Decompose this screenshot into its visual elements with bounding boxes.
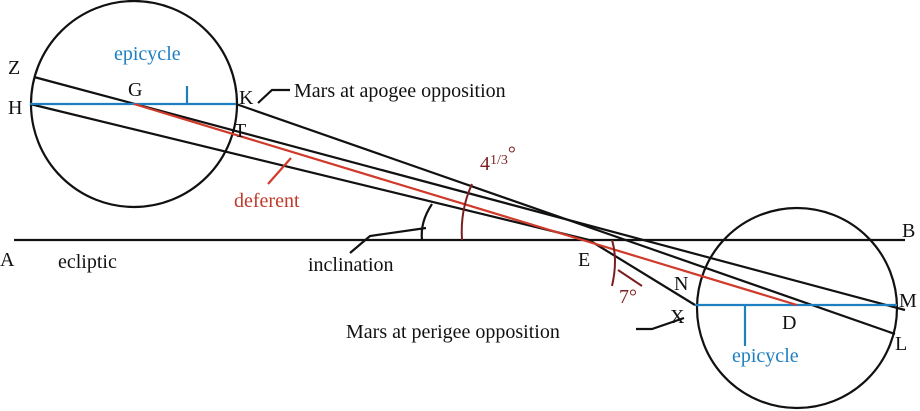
perigee-label: Mars at perigee opposition	[346, 321, 560, 343]
epicycle-label-top: epicycle	[114, 43, 181, 65]
line-H-E	[29, 102, 590, 242]
epicycle-label-bottom: epicycle	[732, 345, 799, 367]
apogee-label: Mars at apogee opposition	[294, 80, 506, 102]
label-B: B	[902, 220, 915, 242]
epicycle-circle-perigee	[695, 206, 899, 410]
line-Z-E-M	[33, 75, 906, 312]
angle-label-lower: 7°	[619, 286, 637, 308]
inclination-label: inclination	[308, 254, 394, 276]
label-K: K	[239, 87, 254, 109]
deferent-leader	[267, 157, 292, 185]
perigee-leader	[636, 316, 685, 331]
seven-degree-leader	[617, 269, 643, 287]
apogee-leader	[257, 88, 290, 104]
deferent-label: deferent	[234, 190, 300, 212]
label-A: A	[0, 249, 15, 271]
label-T: T	[234, 120, 246, 142]
angle-arc-upper	[460, 183, 473, 241]
label-L: L	[895, 333, 907, 355]
label-G: G	[128, 79, 142, 101]
label-N: N	[674, 273, 688, 295]
inclination-arc	[420, 203, 433, 241]
label-D: D	[782, 312, 796, 334]
label-H: H	[8, 97, 22, 119]
label-Z: Z	[8, 57, 20, 79]
angle-arc-lower	[611, 239, 616, 287]
angle-label-upper: 41/3°	[480, 143, 516, 175]
inclination-leader	[349, 226, 427, 254]
line-E-X	[588, 239, 696, 306]
line-K-E-L	[235, 102, 896, 336]
ecliptic-label: ecliptic	[58, 251, 117, 273]
label-X: X	[670, 306, 685, 328]
label-E: E	[578, 249, 590, 271]
label-M: M	[899, 290, 917, 312]
